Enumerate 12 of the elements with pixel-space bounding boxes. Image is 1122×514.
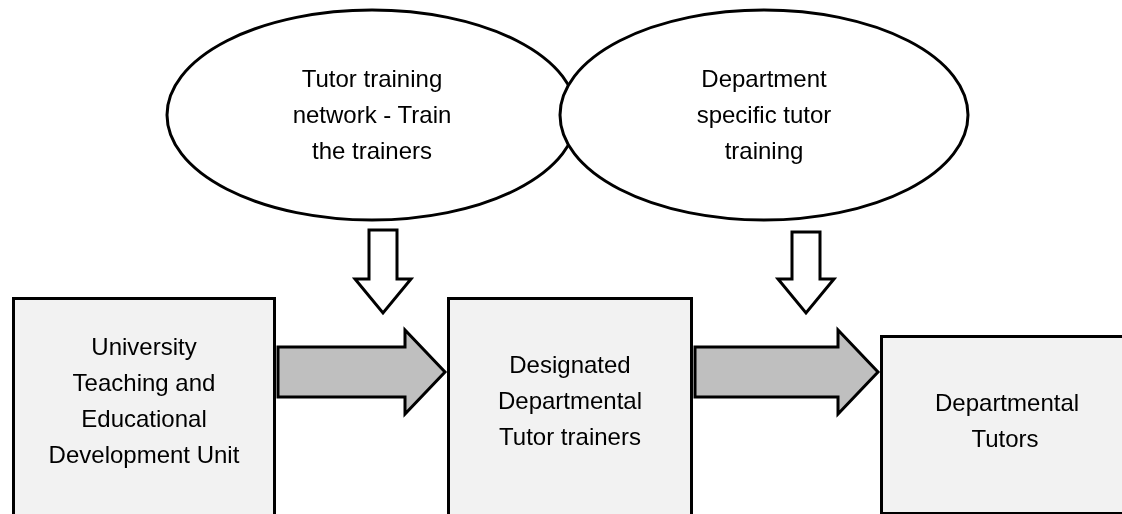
block-arrow (276, 326, 448, 418)
process-box (447, 297, 693, 514)
node-text: Tutor training network - Train the trainers (291, 64, 453, 166)
node-text: Department specific tutor training (695, 64, 833, 166)
node-text: Designated Departmental Tutor trainers (496, 350, 644, 452)
process-box (880, 335, 1122, 514)
block-arrow (774, 230, 838, 316)
node-text: University Teaching and Educational Development Unit (47, 332, 241, 470)
block-arrow (693, 326, 881, 418)
process-box (12, 297, 276, 514)
ellipse-node (558, 8, 970, 222)
block-arrow (351, 228, 415, 316)
